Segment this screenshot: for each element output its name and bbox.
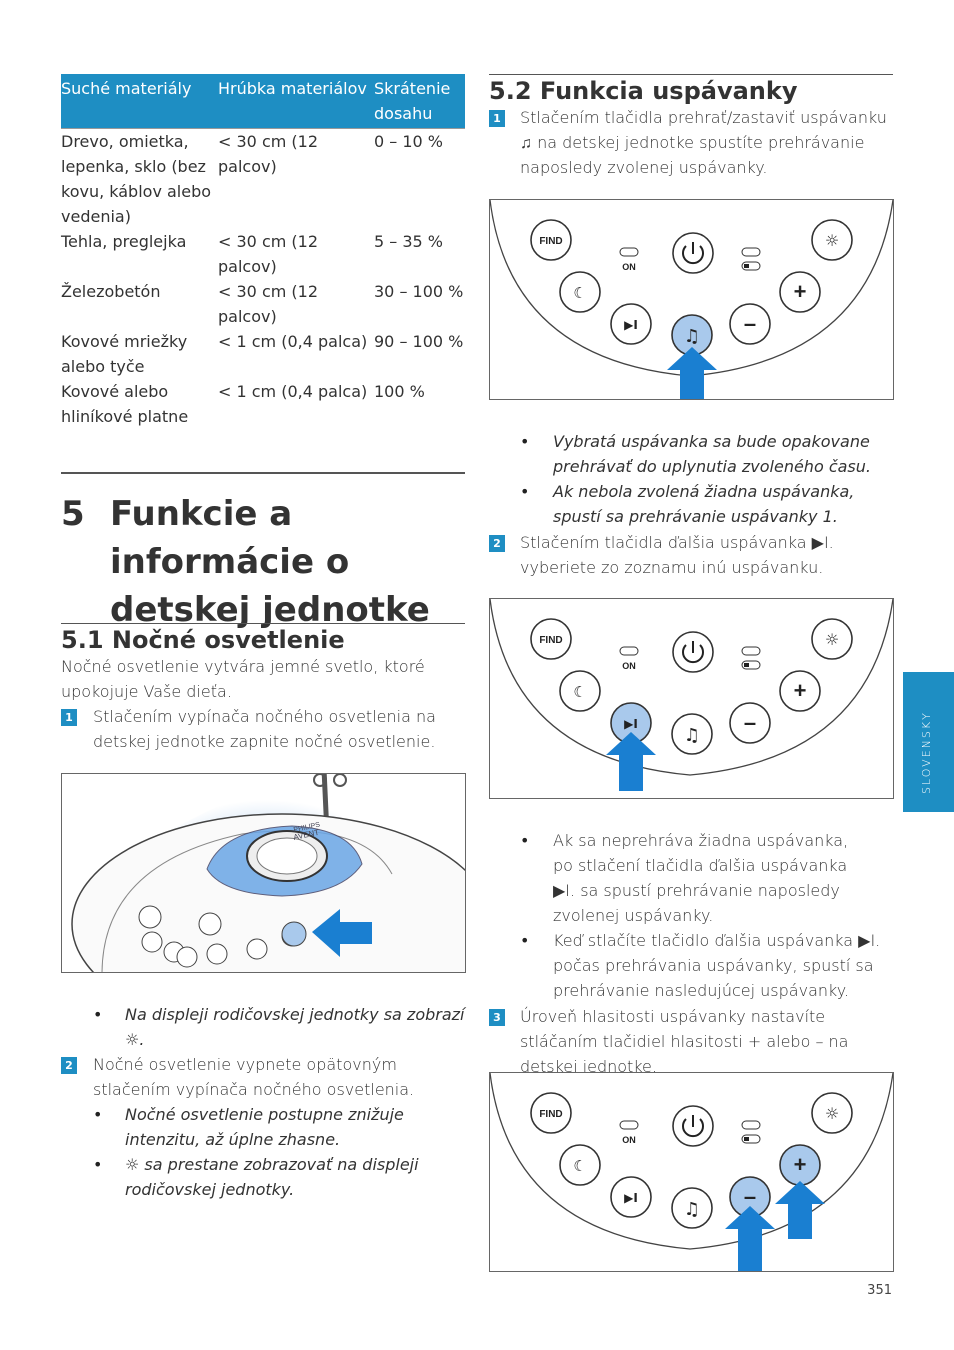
find-button-label: FIND (539, 1109, 562, 1120)
step-badge: 1 (61, 709, 77, 726)
bullet-dot: • (520, 432, 530, 451)
table-header: Hrúbka materiálov (218, 74, 374, 129)
step-badge: 2 (489, 535, 505, 552)
table-cell: 100 % (374, 382, 425, 401)
section-rule (61, 623, 465, 624)
svg-text:☼: ☼ (825, 1104, 839, 1123)
table-row: Kovové mriežky alebo tyče < 1 cm (0,4 pa… (61, 329, 465, 379)
lullaby-play-figure: FIND ON ☼ ☾ + ▶I ♫ – (489, 199, 894, 400)
language-tab-label: SLOVENSKY (920, 711, 933, 794)
step-badge: 2 (61, 1057, 77, 1074)
minus-button-label: – (744, 311, 756, 336)
find-button-label: FIND (539, 236, 562, 247)
table-cell: < 30 cm (12 palcov) (218, 128, 374, 229)
bullet-text: Na displeji rodičovskej jednotky sa zobr… (125, 1005, 465, 1049)
svg-text:☾: ☾ (573, 1157, 586, 1175)
step-text: Stlačením tlačidla ďalšia uspávanka ▶I. … (520, 533, 834, 577)
bullet-text: Ak nebola zvolená žiadna uspávanka, spus… (553, 482, 855, 526)
svg-text:♫: ♫ (684, 725, 700, 746)
table-cell: Železobetón (61, 282, 161, 301)
bullet-text: Vybratá uspávanka sa bude opakovane preh… (553, 432, 871, 476)
on-led-label: ON (622, 661, 636, 671)
chapter-number: 5 (61, 494, 85, 534)
minus-button-label: – (744, 710, 756, 735)
svg-text:▶I: ▶I (624, 318, 638, 332)
table-cell: < 1 cm (0,4 palca) (218, 332, 368, 351)
section-title-5-1: 5.1 Nočné osvetlenie (61, 626, 345, 654)
on-led-label: ON (622, 1135, 636, 1145)
volume-figure: FIND ON ☼ ☾ + ▶I ♫ – (489, 1072, 894, 1272)
table-cell: 5 – 35 % (374, 232, 443, 251)
materials-table: Suché materiály Hrúbka materiálov Skráte… (61, 74, 465, 429)
table-cell: 0 – 10 % (374, 128, 465, 229)
svg-text:♫: ♫ (684, 326, 700, 347)
step-badge: 1 (489, 110, 505, 127)
table-row: Železobetón < 30 cm (12 palcov) 30 – 100… (61, 279, 465, 329)
bullet-dot: • (520, 931, 530, 950)
section-title-5-2: 5.2 Funkcia uspávanky (489, 77, 798, 105)
table-cell: < 30 cm (12 palcov) (218, 232, 319, 276)
chapter-title: Funkcie a informácie o detskej jednotke (110, 494, 430, 630)
page-number: 351 (867, 1283, 892, 1298)
step-text: Stlačením vypínača nočného osvetlenia na… (93, 707, 436, 751)
night-light-figure: PHILIPS AVENT (61, 773, 466, 973)
step-text: Nočné osvetlenie vypnete opätovným stlač… (93, 1055, 415, 1099)
chapter-rule (61, 472, 465, 474)
table-cell: < 1 cm (0,4 palca) (218, 382, 368, 401)
bullet-text: Ak sa neprehráva žiadna uspávanka, po st… (553, 831, 849, 925)
minus-button-label: – (744, 1184, 756, 1209)
table-cell: Kovové mriežky alebo tyče (61, 332, 188, 376)
section-intro: Nočné osvetlenie vytvára jemné svetlo, k… (61, 657, 425, 701)
table-row: Drevo, omietka, lepenka, sklo (bez kovu,… (61, 128, 465, 229)
section-rule (489, 74, 893, 75)
table-cell: < 30 cm (12 palcov) (218, 282, 319, 326)
svg-text:☾: ☾ (573, 284, 586, 302)
svg-text:▶I: ▶I (624, 717, 638, 731)
bullet-text: Keď stlačíte tlačidlo ďalšia uspávanka ▶… (553, 931, 881, 1000)
bullet-dot: • (520, 831, 530, 850)
bullet-dot: • (93, 1005, 103, 1024)
bullet-dot: • (520, 482, 530, 501)
svg-text:☼: ☼ (825, 630, 839, 649)
table-cell: 30 – 100 % (374, 282, 464, 301)
svg-text:☼: ☼ (825, 231, 839, 250)
svg-text:▶I: ▶I (624, 1191, 638, 1205)
chapter-title-wrap: Funkcie a informácie o detskej jednotke (110, 490, 470, 634)
step-text: Úroveň hlasitosti uspávanky nastavíte st… (520, 1007, 849, 1076)
table-cell: Tehla, preglejka (61, 232, 187, 251)
bullet-text: ☼ sa prestane zobrazovať na displeji rod… (125, 1155, 419, 1199)
next-lullaby-figure: FIND ON ☼ ☾ + ▶I ♫ – (489, 598, 894, 799)
table-header: Skrátenie dosahu (374, 74, 465, 129)
bullet-text: Nočné osvetlenie postupne znižuje intenz… (125, 1105, 404, 1149)
step-badge: 3 (489, 1009, 505, 1026)
bullet-dot: • (93, 1105, 103, 1124)
on-led-label: ON (622, 262, 636, 272)
table-row: Tehla, preglejka < 30 cm (12 palcov) 5 –… (61, 229, 465, 279)
step-text: Stlačením tlačidla prehrať/zastaviť uspá… (520, 108, 887, 177)
table-row: Kovové alebo hliníkové platne < 1 cm (0,… (61, 379, 465, 429)
table-cell: 90 – 100 % (374, 332, 464, 351)
table-header: Suché materiály (61, 74, 218, 129)
plus-button-label: + (794, 678, 807, 703)
svg-text:☾: ☾ (573, 683, 586, 701)
plus-button-label: + (794, 1152, 807, 1177)
language-tab: SLOVENSKY (903, 672, 954, 812)
find-button-label: FIND (539, 635, 562, 646)
table-cell: Kovové alebo hliníkové platne (61, 382, 189, 426)
svg-text:♫: ♫ (684, 1199, 700, 1220)
plus-button-label: + (794, 279, 807, 304)
bullet-dot: • (93, 1155, 103, 1174)
table-cell: Drevo, omietka, lepenka, sklo (bez kovu,… (61, 128, 218, 229)
